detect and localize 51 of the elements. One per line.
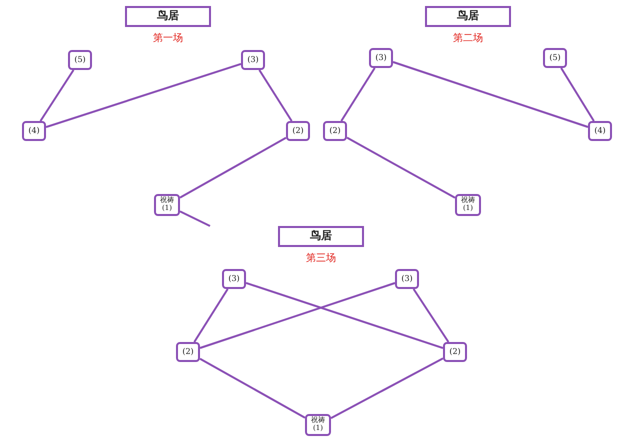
node-label: (2) (449, 348, 461, 356)
node-box (154, 194, 180, 216)
node-box (543, 48, 567, 68)
connector-line (200, 358, 306, 419)
connector-line (246, 282, 444, 349)
connector-line (346, 136, 456, 199)
connector-line (40, 69, 74, 122)
node-box (369, 48, 393, 68)
node-label: 鸟居 (457, 10, 479, 22)
node-box (455, 194, 481, 216)
title-box (278, 226, 364, 246)
title-box (125, 6, 211, 26)
connector-line (46, 62, 242, 128)
node-box (588, 121, 612, 141)
node-box (323, 121, 347, 141)
node-box (68, 50, 92, 70)
connector-line (258, 69, 292, 122)
scene-label: 第一场 (153, 32, 183, 44)
node-label: (3) (247, 56, 259, 64)
node-box (286, 121, 310, 141)
node-box (305, 414, 331, 436)
node-box (241, 50, 265, 70)
node-box (22, 121, 46, 141)
node-label: (3) (401, 274, 413, 284)
node-label: (5) (74, 56, 86, 64)
node-label: 鸟居 (157, 10, 179, 22)
node-box (443, 342, 467, 362)
connector-line (340, 67, 376, 122)
connector-line (193, 288, 229, 343)
title-box (425, 6, 511, 26)
scene-label: 第三场 (306, 252, 336, 264)
node-label: (3) (375, 54, 387, 62)
connector-line (330, 358, 444, 419)
node-label: (5) (549, 54, 561, 62)
connector-line (412, 288, 450, 343)
node-box (222, 269, 246, 289)
node-label: (2) (292, 126, 304, 136)
node-label: (4) (28, 126, 40, 136)
node-box (395, 269, 419, 289)
connector-line (560, 67, 595, 122)
scene-label: 第二场 (453, 32, 483, 44)
connector-line (180, 210, 210, 227)
connector-line (180, 136, 286, 199)
connector-line (200, 282, 396, 349)
node-label: (4) (594, 126, 606, 136)
node-label: (2) (182, 348, 194, 356)
node-label: (3) (228, 274, 240, 284)
node-label: (2) (329, 126, 341, 136)
node-box (176, 342, 200, 362)
connector-line (392, 61, 588, 128)
node-label: 鸟居 (310, 230, 332, 242)
